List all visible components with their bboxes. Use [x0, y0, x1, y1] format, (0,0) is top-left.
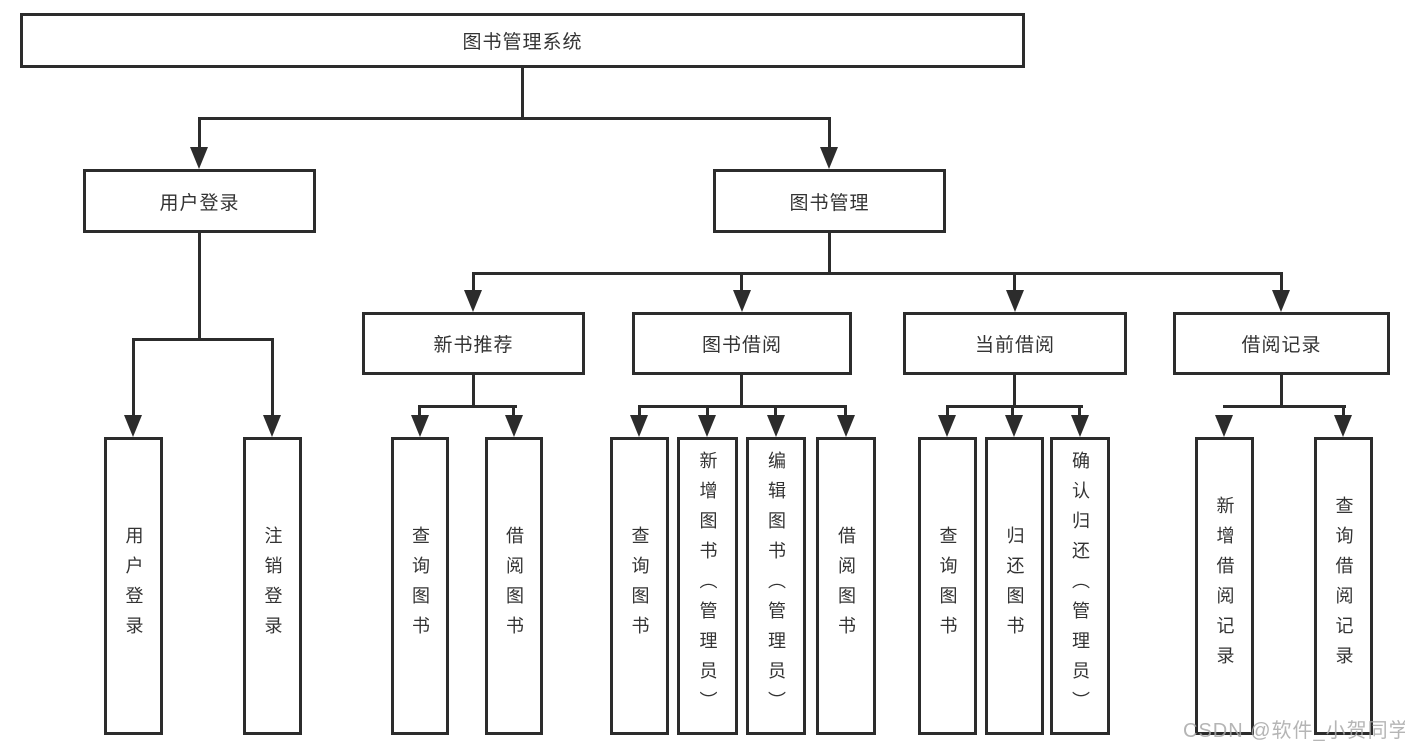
- leaf-newrec-borrow-book-label: 借阅图书: [504, 526, 524, 646]
- node-user-login-label: 用户登录: [159, 192, 240, 214]
- connector-line: [1342, 405, 1345, 419]
- leaf-borrow-borrow-book: 借阅图书: [816, 437, 876, 735]
- leaf-record-add-record-label: 新增借阅记录: [1214, 496, 1235, 676]
- connector-line: [1280, 272, 1283, 292]
- node-root-label: 图书管理系统: [462, 32, 583, 53]
- arrowhead-down-icon: [1272, 290, 1290, 312]
- leaf-borrow-edit-book: 编辑图书（管理员）: [746, 437, 806, 735]
- leaf-user-login-label: 用户登录: [123, 526, 144, 646]
- leaf-record-query-record-label: 查询借阅记录: [1333, 496, 1354, 676]
- arrowhead-down-icon: [1071, 415, 1089, 437]
- arrowhead-down-icon: [837, 415, 855, 437]
- connector-line: [1013, 375, 1016, 408]
- connector-line: [946, 405, 1083, 408]
- connector-line: [1078, 405, 1081, 419]
- connector-line: [828, 233, 831, 275]
- connector-line: [472, 375, 475, 408]
- arrowhead-down-icon: [464, 290, 482, 312]
- node-book-management: 图书管理: [713, 169, 946, 233]
- connector-line: [198, 117, 201, 151]
- connector-line: [472, 272, 475, 292]
- connector-line: [1223, 405, 1346, 408]
- leaf-current-confirm-return: 确认归还（管理员）: [1050, 437, 1110, 735]
- leaf-borrow-add-book: 新增图书（管理员）: [677, 437, 738, 735]
- node-current-borrow-label: 当前借阅: [974, 335, 1055, 356]
- arrowhead-down-icon: [411, 415, 429, 437]
- connector-line: [638, 405, 847, 408]
- leaf-user-login: 用户登录: [104, 437, 163, 735]
- connector-line: [828, 117, 831, 151]
- connector-line: [198, 233, 201, 340]
- connector-line: [1011, 405, 1014, 419]
- connector-line: [1013, 272, 1016, 292]
- leaf-record-add-record: 新增借阅记录: [1195, 437, 1254, 735]
- node-root-system: 图书管理系统: [20, 13, 1025, 68]
- arrowhead-down-icon: [505, 415, 523, 437]
- leaf-borrow-edit-book-label: 编辑图书（管理员）: [766, 451, 786, 721]
- leaf-newrec-query-book: 查询图书: [391, 437, 449, 735]
- connector-line: [418, 405, 517, 408]
- arrowhead-down-icon: [190, 147, 208, 169]
- arrowhead-down-icon: [733, 290, 751, 312]
- node-user-login: 用户登录: [83, 169, 316, 233]
- arrowhead-down-icon: [1334, 415, 1352, 437]
- leaf-newrec-borrow-book: 借阅图书: [485, 437, 543, 735]
- arrowhead-down-icon: [698, 415, 716, 437]
- node-borrow-record: 借阅记录: [1173, 312, 1390, 375]
- leaf-current-confirm-return-label: 确认归还（管理员）: [1070, 451, 1090, 721]
- connector-line: [774, 405, 777, 419]
- connector-line: [472, 272, 1281, 275]
- arrowhead-down-icon: [938, 415, 956, 437]
- arrowhead-down-icon: [630, 415, 648, 437]
- connector-line: [740, 272, 743, 292]
- arrowhead-down-icon: [1006, 290, 1024, 312]
- leaf-borrow-query-book: 查询图书: [610, 437, 669, 735]
- leaf-borrow-add-book-label: 新增图书（管理员）: [697, 451, 718, 721]
- connector-line: [132, 338, 135, 417]
- connector-line: [132, 338, 273, 341]
- node-borrow-record-label: 借阅记录: [1241, 335, 1322, 356]
- connector-line: [271, 338, 274, 417]
- arrowhead-down-icon: [1005, 415, 1023, 437]
- leaf-newrec-query-book-label: 查询图书: [410, 526, 430, 646]
- node-book-borrow-label: 图书借阅: [701, 335, 782, 356]
- node-new-book-recommend: 新书推荐: [362, 312, 585, 375]
- leaf-record-query-record: 查询借阅记录: [1314, 437, 1373, 735]
- leaf-current-return-book-label: 归还图书: [1004, 526, 1025, 646]
- leaf-borrow-query-book-label: 查询图书: [629, 526, 650, 646]
- leaf-logout-label: 注销登录: [262, 526, 283, 646]
- connector-line: [946, 405, 949, 419]
- connector-line: [706, 405, 709, 419]
- arrowhead-down-icon: [767, 415, 785, 437]
- node-book-management-label: 图书管理: [789, 192, 870, 214]
- connector-line: [740, 375, 743, 408]
- connector-line: [638, 405, 641, 419]
- leaf-logout: 注销登录: [243, 437, 302, 735]
- leaf-borrow-borrow-book-label: 借阅图书: [836, 526, 856, 646]
- node-new-book-recommend-label: 新书推荐: [433, 335, 514, 356]
- connector-line: [512, 405, 515, 419]
- arrowhead-down-icon: [124, 415, 142, 437]
- node-current-borrow: 当前借阅: [903, 312, 1127, 375]
- leaf-current-return-book: 归还图书: [985, 437, 1044, 735]
- connector-line: [1280, 375, 1283, 408]
- arrowhead-down-icon: [263, 415, 281, 437]
- connector-line: [198, 117, 831, 120]
- leaf-current-query-book-label: 查询图书: [937, 526, 958, 646]
- connector-line: [844, 405, 847, 419]
- arrowhead-down-icon: [820, 147, 838, 169]
- connector-line: [521, 68, 524, 120]
- arrowhead-down-icon: [1215, 415, 1233, 437]
- connector-line: [418, 405, 421, 419]
- leaf-current-query-book: 查询图书: [918, 437, 977, 735]
- csdn-watermark: CSDN @软件_小贺同学: [1183, 720, 1405, 742]
- node-book-borrow: 图书借阅: [632, 312, 852, 375]
